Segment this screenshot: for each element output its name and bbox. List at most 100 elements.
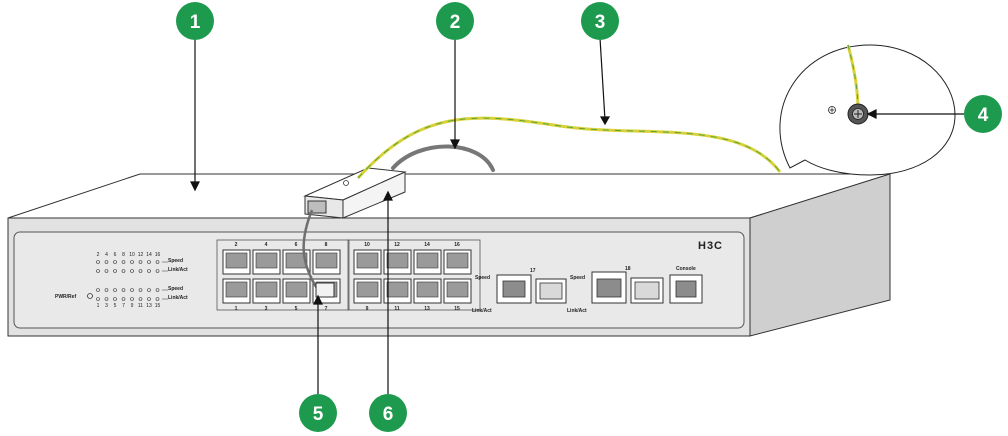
port-number-bottom: 11 [394, 306, 400, 312]
led-number-top: 16 [155, 252, 161, 258]
led-indicator [130, 297, 134, 301]
port-number-bottom: 13 [424, 306, 430, 312]
led-number-bottom: 9 [131, 303, 134, 309]
port-number-bottom: 5 [295, 306, 298, 312]
gray-cable [391, 144, 495, 172]
led-indicator [121, 288, 126, 292]
led-number-top: 4 [105, 252, 108, 258]
led-number-bottom: 15 [155, 303, 161, 309]
combo-speed-label-18: Speed [570, 275, 585, 281]
svg-text:3: 3 [595, 12, 606, 33]
port-connector [315, 282, 335, 298]
port-number-top: 6 [295, 242, 298, 248]
led-number-top: 8 [122, 252, 125, 258]
led-speed-label-top: Speed [168, 258, 183, 264]
led-linkact-label-bottom: Link/Act [168, 295, 188, 301]
svg-text:4: 4 [978, 105, 989, 126]
led-indicator [155, 269, 160, 273]
led-indicator [113, 288, 117, 292]
cable-box [303, 167, 407, 219]
led-number-bottom: 13 [146, 303, 152, 309]
led-indicator [121, 297, 126, 301]
led-indicator [138, 260, 143, 264]
rj45-port-jack [315, 252, 338, 269]
led-number-top: 12 [138, 252, 144, 258]
callout-1: 1 [176, 2, 214, 40]
led-indicator [96, 260, 100, 264]
led-speed-label-bottom: Speed [168, 286, 183, 292]
callout-5: 5 [299, 394, 337, 432]
callout-3: 3 [581, 2, 619, 40]
svg-text:2: 2 [450, 12, 461, 33]
sfp-port-number-17: 17 [530, 268, 536, 274]
combo-port-18: Speed Link/Act 18 [567, 266, 664, 314]
port-number-bottom: 1 [235, 306, 238, 312]
combo-port-17: Speed Link/Act 17 [472, 268, 567, 314]
led-number-bottom: 3 [105, 303, 108, 309]
rj45-port-jack [356, 252, 379, 269]
power-led-label: PWR/Ref [55, 294, 76, 300]
rj45-port-jack [446, 281, 469, 298]
callout-4: 4 [964, 95, 1002, 133]
led-indicator [130, 269, 134, 273]
led-indicator [155, 260, 160, 264]
combo-speed-label-17: Speed [475, 275, 490, 281]
rj45-port-jack [356, 281, 379, 298]
rj45-port-jack [225, 252, 248, 269]
brand-logo: H3C [698, 240, 723, 252]
led-indicator [96, 297, 100, 301]
led-indicator [138, 269, 143, 273]
port-number-bottom: 7 [325, 306, 328, 312]
callout-6: 6 [369, 394, 407, 432]
led-indicator [121, 260, 126, 264]
led-indicator [147, 269, 151, 273]
led-indicator [121, 269, 126, 273]
led-indicator [113, 260, 117, 264]
led-indicator [113, 269, 117, 273]
power-led [87, 293, 93, 299]
led-number-bottom: 5 [114, 303, 117, 309]
led-indicator [96, 269, 100, 273]
console-label: Console [676, 266, 696, 272]
led-indicator [147, 297, 151, 301]
led-linkact-label-top: Link/Act [168, 267, 188, 273]
led-indicator [147, 260, 151, 264]
rj45-port-jack [416, 281, 439, 298]
led-number-bottom: 7 [122, 303, 125, 309]
led-indicator [138, 288, 143, 292]
rj45-port-jack [285, 252, 308, 269]
port-number-top: 2 [235, 242, 238, 248]
rj45-port-jack [225, 281, 248, 298]
ground-screw-zoom-bubble [779, 44, 956, 176]
rj45-port-jack [285, 281, 308, 298]
port-number-top: 10 [364, 242, 370, 248]
port-number-bottom: 9 [366, 306, 369, 312]
led-number-top: 10 [129, 252, 135, 258]
svg-text:1: 1 [190, 12, 201, 33]
led-indicator [155, 297, 160, 301]
led-indicator [130, 288, 134, 292]
rj45-port-jack [255, 281, 278, 298]
svg-text:5: 5 [313, 404, 324, 425]
port-number-top: 8 [325, 242, 328, 248]
led-number-top: 2 [97, 252, 100, 258]
led-indicator [96, 288, 100, 292]
rj45-port-jack [446, 252, 469, 269]
rj45-port-jack [255, 252, 278, 269]
rj45-port-jack [386, 281, 409, 298]
combo-linkact-label-17: Link/Act [472, 308, 492, 314]
led-indicator [147, 288, 151, 292]
led-number-top: 14 [146, 252, 152, 258]
led-indicator [104, 297, 109, 301]
port-number-bottom: 15 [454, 306, 460, 312]
port-group-frame [347, 239, 481, 311]
led-number-bottom: 1 [97, 303, 100, 309]
rj45-port-jack [416, 252, 439, 269]
led-indicator [104, 288, 109, 292]
led-indicator [138, 297, 143, 301]
